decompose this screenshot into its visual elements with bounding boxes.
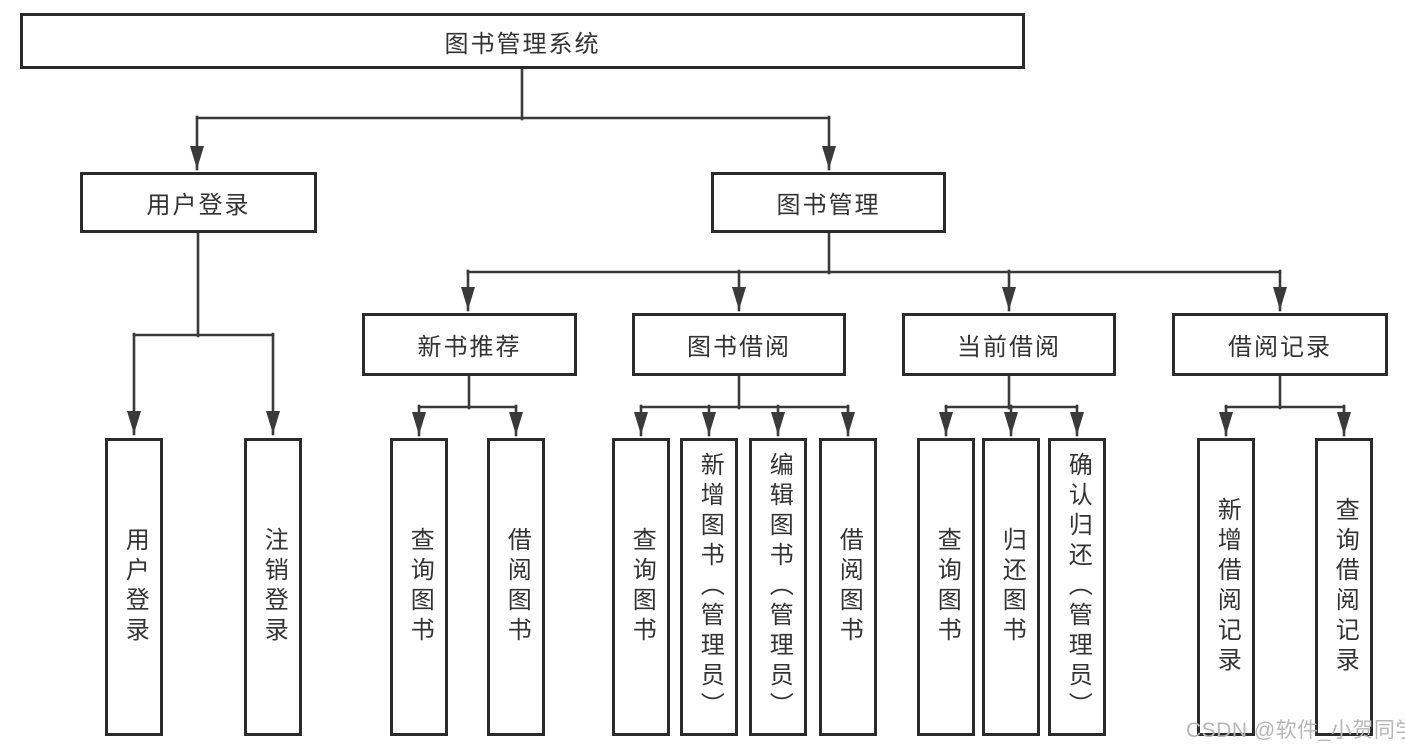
node-borrow-records-label: 借阅记录 (1228, 334, 1332, 361)
leaf-add-borrow-record-label: 新增借阅记录 (1213, 497, 1241, 677)
leaf-confirm-return-admin-label: 确认归还（管理员） (1064, 452, 1092, 722)
node-library-system-label: 图书管理系统 (444, 30, 601, 58)
leaf-add-books-admin-label: 新增图书（管理员） (696, 452, 724, 722)
leaf-borrow-query-books-label: 查询图书 (628, 527, 656, 647)
leaf-edit-books-admin-label: 编辑图书（管理员） (765, 452, 793, 722)
leaf-recommend-borrow-books-label: 借阅图书 (503, 527, 531, 647)
leaf-user-login: 用户登录 (105, 438, 163, 736)
node-book-management: 图书管理 (711, 172, 946, 233)
leaf-borrow-query-books: 查询图书 (612, 438, 670, 736)
leaf-return-books-label: 归还图书 (998, 527, 1026, 647)
leaf-recommend-query-books: 查询图书 (390, 438, 448, 736)
leaf-edit-books-admin: 编辑图书（管理员） (749, 438, 807, 736)
leaf-add-borrow-record: 新增借阅记录 (1197, 438, 1255, 736)
node-new-book-recommend: 新书推荐 (362, 313, 577, 376)
node-new-book-recommend-label: 新书推荐 (417, 334, 522, 361)
leaf-add-books-admin: 新增图书（管理员） (680, 438, 738, 736)
leaf-user-login-label: 用户登录 (121, 527, 149, 647)
leaf-query-borrow-record-label: 查询借阅记录 (1331, 497, 1359, 677)
leaf-recommend-query-books-label: 查询图书 (406, 527, 434, 647)
leaf-current-query-books-label: 查询图书 (933, 527, 961, 647)
node-book-management-label: 图书管理 (776, 192, 881, 219)
node-user-login-label: 用户登录 (146, 192, 251, 219)
leaf-borrow-books-label: 借阅图书 (835, 527, 863, 647)
leaf-query-borrow-record: 查询借阅记录 (1315, 438, 1373, 736)
leaf-current-query-books: 查询图书 (917, 438, 975, 736)
node-book-borrow: 图书借阅 (632, 313, 846, 376)
csdn-watermark: CSDN @软件_小贺同学 (1186, 719, 1405, 742)
node-borrow-records: 借阅记录 (1172, 313, 1388, 376)
leaf-recommend-borrow-books: 借阅图书 (487, 438, 545, 736)
node-book-borrow-label: 图书借阅 (687, 334, 791, 361)
leaf-confirm-return-admin: 确认归还（管理员） (1048, 438, 1106, 736)
leaf-borrow-books: 借阅图书 (819, 438, 877, 736)
leaf-return-books: 归还图书 (982, 438, 1040, 736)
node-user-login: 用户登录 (80, 172, 317, 233)
leaf-logout: 注销登录 (244, 438, 302, 736)
leaf-logout-label: 注销登录 (260, 527, 288, 647)
node-current-borrow: 当前借阅 (902, 313, 1116, 376)
node-current-borrow-label: 当前借阅 (957, 334, 1061, 361)
node-library-system: 图书管理系统 (20, 13, 1025, 69)
